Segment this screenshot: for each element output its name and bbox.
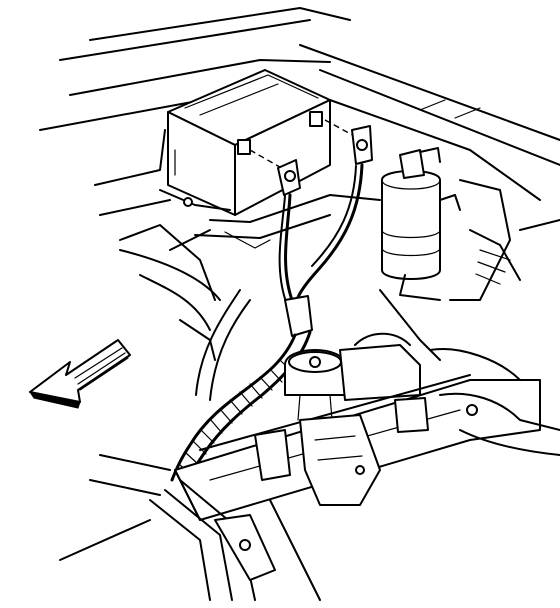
lower-frame-rails — [59, 454, 321, 601]
frame-crossmember-icon — [174, 348, 560, 521]
negative-battery-cable-icon — [249, 149, 301, 303]
battery-terminal-icon — [309, 111, 323, 127]
battery-icon — [159, 69, 331, 216]
evap-canister-icon — [381, 147, 461, 301]
battery-terminal-icon — [237, 139, 251, 155]
right-side-components — [379, 179, 560, 361]
engine-mount-bracket-icon — [284, 332, 421, 421]
left-inner-panel — [119, 249, 221, 361]
body-panel-lines — [39, 7, 560, 216]
vehicle-front-direction-arrow-icon — [28, 339, 131, 409]
